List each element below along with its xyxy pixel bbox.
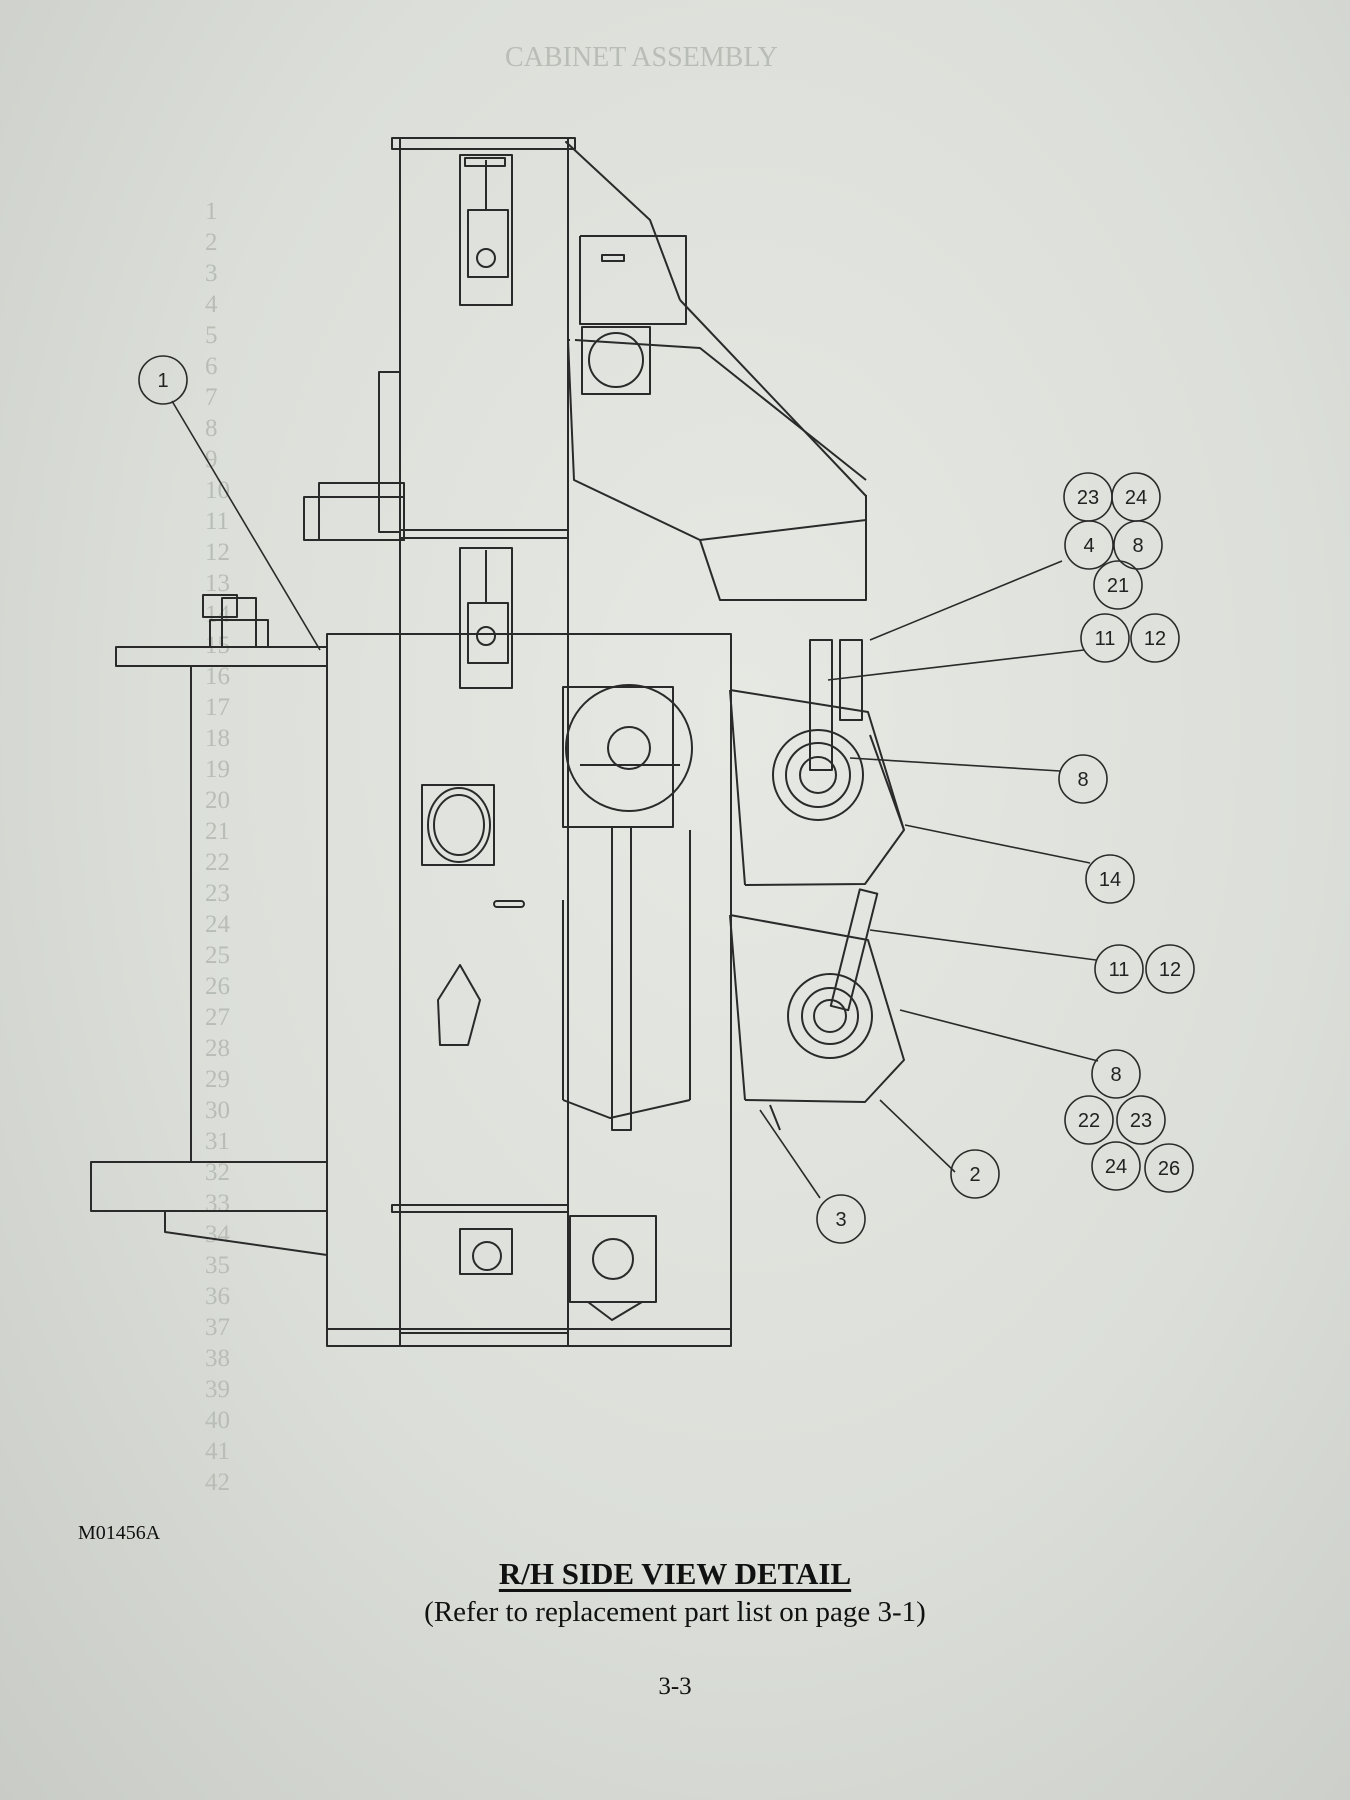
ghost-item-number: 17: [205, 694, 230, 721]
callout-8: 8: [1058, 754, 1108, 804]
ghost-item-number: 24: [205, 911, 230, 938]
ghost-item-number: 21: [205, 818, 230, 845]
svg-text:2: 2: [969, 1164, 980, 1186]
svg-text:23: 23: [1077, 487, 1099, 509]
callout-3: 3: [816, 1194, 866, 1244]
view-subtitle: (Refer to replacement part list on page …: [424, 1596, 926, 1628]
callout-24: 24: [1111, 472, 1161, 522]
ghost-item-number: 29: [205, 1066, 230, 1093]
lower-drive: [459, 1215, 657, 1321]
drawing-code: M01456A: [78, 1522, 161, 1544]
ghost-item-number: 27: [205, 1004, 230, 1031]
view-title: R/H SIDE VIEW DETAIL: [0, 1556, 1350, 1592]
ghost-item-number: 1: [205, 198, 218, 225]
callout-11: 11: [1080, 613, 1130, 663]
svg-text:3: 3: [835, 1209, 846, 1231]
ghost-item-number: 28: [205, 1035, 230, 1062]
ghost-item-number: 30: [205, 1097, 230, 1124]
ghost-item-number: 36: [205, 1283, 230, 1310]
ghost-item-number: 41: [205, 1438, 230, 1465]
callout-23: 23: [1063, 472, 1113, 522]
ghost-item-number: 19: [205, 756, 230, 783]
ghost-item-number: 42: [205, 1469, 230, 1496]
ghost-item-number: 33: [205, 1190, 230, 1217]
ghost-item-number: 3: [205, 260, 218, 287]
callout-12: 12: [1145, 944, 1195, 994]
callout-26: 26: [1144, 1143, 1194, 1193]
svg-text:8: 8: [1132, 535, 1143, 557]
upper-station: [729, 639, 905, 886]
svg-text:11: 11: [1109, 959, 1130, 981]
ghost-item-number: 23: [205, 880, 230, 907]
svg-text:24: 24: [1125, 487, 1147, 509]
ghost-item-number: 20: [205, 787, 230, 814]
left-housing: [90, 594, 328, 1256]
ghost-item-number: 11: [205, 508, 230, 535]
svg-text:26: 26: [1158, 1158, 1180, 1180]
svg-text:22: 22: [1078, 1110, 1100, 1132]
svg-text:24: 24: [1105, 1156, 1127, 1178]
callout-1: 1: [138, 355, 188, 405]
callout-24: 24: [1091, 1141, 1141, 1191]
drum-housing: [562, 684, 693, 1131]
callout-23: 23: [1116, 1095, 1166, 1145]
callout-2: 2: [950, 1149, 1000, 1199]
ghost-item-number: 37: [205, 1314, 230, 1341]
callout-4: 4: [1064, 520, 1114, 570]
page-number: 3-3: [658, 1673, 692, 1700]
svg-text:12: 12: [1144, 628, 1166, 650]
svg-text:8: 8: [1110, 1064, 1121, 1086]
callouts: 1 23 24 4 8 21 11 12 8 14 11 12 8 22 23 …: [138, 355, 1195, 1244]
ghost-item-number: 40: [205, 1407, 230, 1434]
central-cabinet: [303, 137, 732, 1347]
lower-station: [729, 888, 905, 1131]
svg-text:8: 8: [1077, 769, 1088, 791]
ghost-item-number: 6: [205, 353, 218, 380]
svg-text:12: 12: [1159, 959, 1181, 981]
ghost-item-number: 7: [205, 384, 218, 411]
callout-8: 8: [1091, 1049, 1141, 1099]
ghost-item-number: 31: [205, 1128, 230, 1155]
side-ports: [421, 784, 525, 1046]
ghost-item-number: 34: [205, 1221, 230, 1248]
callout-12: 12: [1130, 613, 1180, 663]
ghost-item-number: 8: [205, 415, 218, 442]
callout-22: 22: [1064, 1095, 1114, 1145]
leader-lines: [171, 400, 1099, 1199]
ghost-item-number: 18: [205, 725, 230, 752]
ghost-item-number: 16: [205, 663, 230, 690]
ghost-item-number: 32: [205, 1159, 230, 1186]
ghost-item-number: 4: [205, 291, 218, 318]
middle-mount: [459, 547, 513, 689]
callout-11: 11: [1094, 944, 1144, 994]
svg-text:11: 11: [1095, 628, 1116, 650]
svg-text:23: 23: [1130, 1110, 1152, 1132]
svg-text:14: 14: [1099, 869, 1121, 891]
ghost-item-number: 2: [205, 229, 218, 256]
callout-21: 21: [1093, 560, 1143, 610]
callout-14: 14: [1085, 854, 1135, 904]
svg-text:21: 21: [1107, 575, 1129, 597]
ghost-item-number: 12: [205, 539, 230, 566]
ghost-item-number: 13: [205, 570, 230, 597]
upper-mount: [459, 154, 513, 306]
callout-8: 8: [1113, 520, 1163, 570]
svg-text:1: 1: [157, 370, 168, 392]
ghost-item-number: 35: [205, 1252, 230, 1279]
ghost-item-number: 39: [205, 1376, 230, 1403]
ghost-item-number: 25: [205, 942, 230, 969]
ghost-item-number: 5: [205, 322, 218, 349]
ghost-heading: CABINET ASSEMBLY: [505, 42, 778, 73]
view-title-text: R/H SIDE VIEW DETAIL: [498, 1556, 852, 1591]
ghost-item-number: 9: [205, 446, 218, 473]
ghost-item-number: 38: [205, 1345, 230, 1372]
ghost-item-number: 26: [205, 973, 230, 1000]
hopper: [565, 141, 867, 601]
ghost-item-number: 22: [205, 849, 230, 876]
svg-text:4: 4: [1083, 535, 1094, 557]
